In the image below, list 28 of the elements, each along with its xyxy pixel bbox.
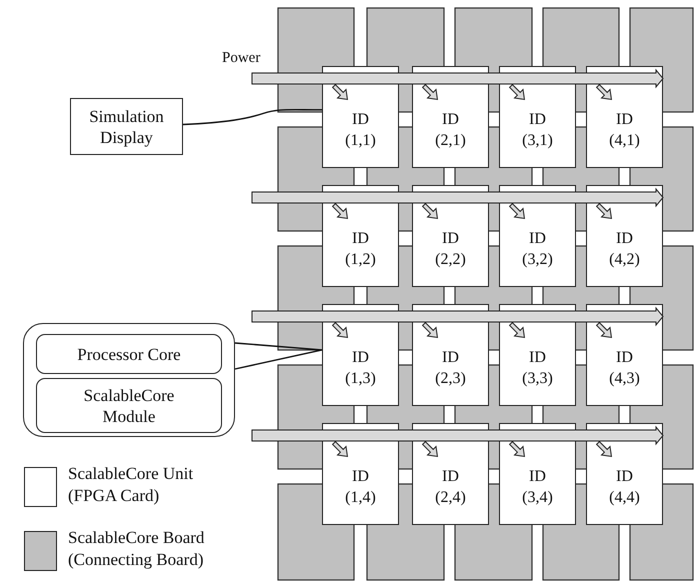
display-box (70, 98, 183, 155)
card-id-label: ID (3,4) (521, 467, 554, 508)
callout-pointer (234, 342, 323, 370)
card-id-label: ID (2,3) (434, 348, 467, 389)
card-id-label: ID (4,2) (608, 229, 641, 270)
legend-label: ScalableCore Board (Connecting Board) (68, 527, 206, 571)
card-id-label: ID (3,2) (521, 229, 554, 270)
card-id-label: ID (3,3) (521, 348, 554, 389)
module-box (36, 334, 222, 374)
card-id-label: ID (4,3) (608, 348, 641, 389)
box-label: Processor Core (77, 344, 181, 364)
card-id-label: ID (4,1) (608, 110, 641, 151)
card-id-label: ID (4,4) (608, 467, 641, 508)
card-id-label: ID (1,4) (344, 467, 377, 508)
box-label: Simulation Display (88, 106, 165, 148)
box-label: ScalableCore Module (82, 384, 176, 426)
callout-bubble (23, 323, 235, 437)
card-id-label: ID (1,3) (344, 348, 377, 389)
card-id-label: ID (1,1) (344, 110, 377, 151)
card-id-label: ID (2,1) (434, 110, 467, 151)
card-id-label: ID (2,2) (434, 229, 467, 270)
power-label: Power (222, 50, 260, 67)
module-box (36, 378, 222, 433)
card-id-label: ID (3,1) (521, 110, 554, 151)
connector-line (182, 109, 322, 126)
legend-label: ScalableCore Unit (FPGA Card) (68, 463, 194, 507)
card-id-label: ID (2,4) (434, 467, 467, 508)
card-id-label: ID (1,2) (344, 229, 377, 270)
